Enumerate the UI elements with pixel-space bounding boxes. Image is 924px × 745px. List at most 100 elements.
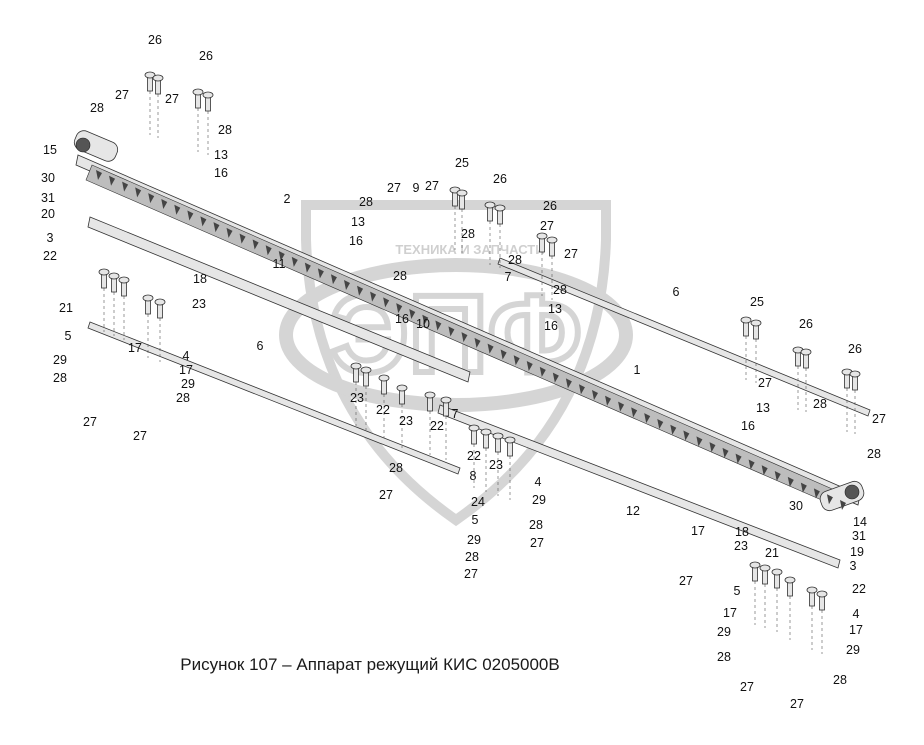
bolt [740,316,752,380]
callout-label: 29 [181,377,195,391]
knife-tooth [226,227,233,238]
bolt [108,272,120,336]
callout-label: 29 [846,643,860,657]
knife-tooth [265,245,272,256]
knife-tooth [96,170,102,180]
callout-label: 17 [691,524,705,538]
knife-tooth [474,337,481,348]
callout-label: 17 [849,623,863,637]
bolt [480,428,492,492]
callout-label: 27 [679,574,693,588]
callout-label: 27 [564,247,578,261]
callout-label: 10 [416,317,430,331]
callout-label: 23 [734,539,748,553]
knife-tooth [200,216,207,227]
knife-tooth [500,349,507,360]
callout-label: 3 [850,559,857,573]
bolt [440,396,452,460]
callout-label: 27 [540,219,554,233]
knife-tooth [787,476,794,487]
callout-label: 18 [193,272,207,286]
knife-tooth [813,488,820,499]
bolt [192,88,204,152]
knife-tooth [722,447,729,458]
bolt [494,204,506,268]
callout-label: 2 [284,192,291,206]
knife-tooth [461,332,468,343]
callout-label: 8 [470,469,477,483]
knife-tooth [539,366,546,377]
bolt [492,432,504,496]
knife-tooth [187,210,194,221]
callout-label: 3 [47,231,54,245]
callout-label: 26 [848,342,862,356]
callout-label: 26 [543,199,557,213]
callout-label: 12 [626,504,640,518]
knife-tooth [526,361,533,372]
callout-label: 28 [389,461,403,475]
knife-tooth [552,372,559,383]
knife-teeth [96,170,846,510]
bolt [202,91,214,155]
knife-tooth [618,401,625,412]
knife-tooth [840,500,846,510]
knife-tooth [435,320,442,331]
callout-label: 28 [465,550,479,564]
callout-label: 28 [90,101,104,115]
bolt [816,590,828,654]
callout-label: 29 [467,533,481,547]
bolt [546,236,558,300]
callout-label: 21 [59,301,73,315]
knife-head-left [73,130,119,162]
callout-label: 16 [349,234,363,248]
callout-label: 4 [853,607,860,621]
callout-label: 28 [813,397,827,411]
callout-label: 28 [529,518,543,532]
strip-6-right [497,257,871,417]
watermark-ellipse [279,258,633,412]
knife-tooth [709,442,716,453]
knife-tooth [357,285,364,296]
callout-label: 16 [214,166,228,180]
knife-tooth [291,256,298,267]
callout-label: 13 [756,401,770,415]
callout-label: 30 [789,499,803,513]
callout-label: 29 [532,493,546,507]
knife-tooth [383,297,390,308]
callout-label: 31 [852,529,866,543]
callout-label: 24 [471,495,485,509]
callout-label: 27 [83,415,97,429]
callout-label: 6 [257,339,264,353]
callout-label: 15 [43,143,57,157]
watermark-text: ТЕХНИКА И ЗАПЧАСТИ [395,242,544,257]
knife-head-left-eye [75,137,91,153]
callout-label: 26 [148,33,162,47]
knife-tooth [565,378,572,389]
bolt [484,201,496,265]
callout-label: 19 [850,545,864,559]
bolt [759,564,771,628]
knife-tooth [683,430,690,441]
callout-label: 27 [133,429,147,443]
bolt [360,366,372,430]
callout-label: 28 [218,123,232,137]
knife-tooth [109,175,116,186]
callout-label: 6 [673,285,680,299]
knife-tooth [148,193,155,204]
bolt [350,362,362,426]
callout-label: 28 [176,391,190,405]
callout-label: 28 [508,253,522,267]
callout-label: 9 [413,181,420,195]
knife-tooth [122,181,129,192]
knife-tooth [644,413,651,424]
bolt [536,232,548,296]
bolt [118,276,130,340]
bolt [771,568,783,632]
callout-label: 1 [634,363,641,377]
callout-label: 23 [192,297,206,311]
callout-label: 16 [395,312,409,326]
knife-tooth [487,343,494,354]
bolt [396,384,408,448]
bolt [800,348,812,412]
